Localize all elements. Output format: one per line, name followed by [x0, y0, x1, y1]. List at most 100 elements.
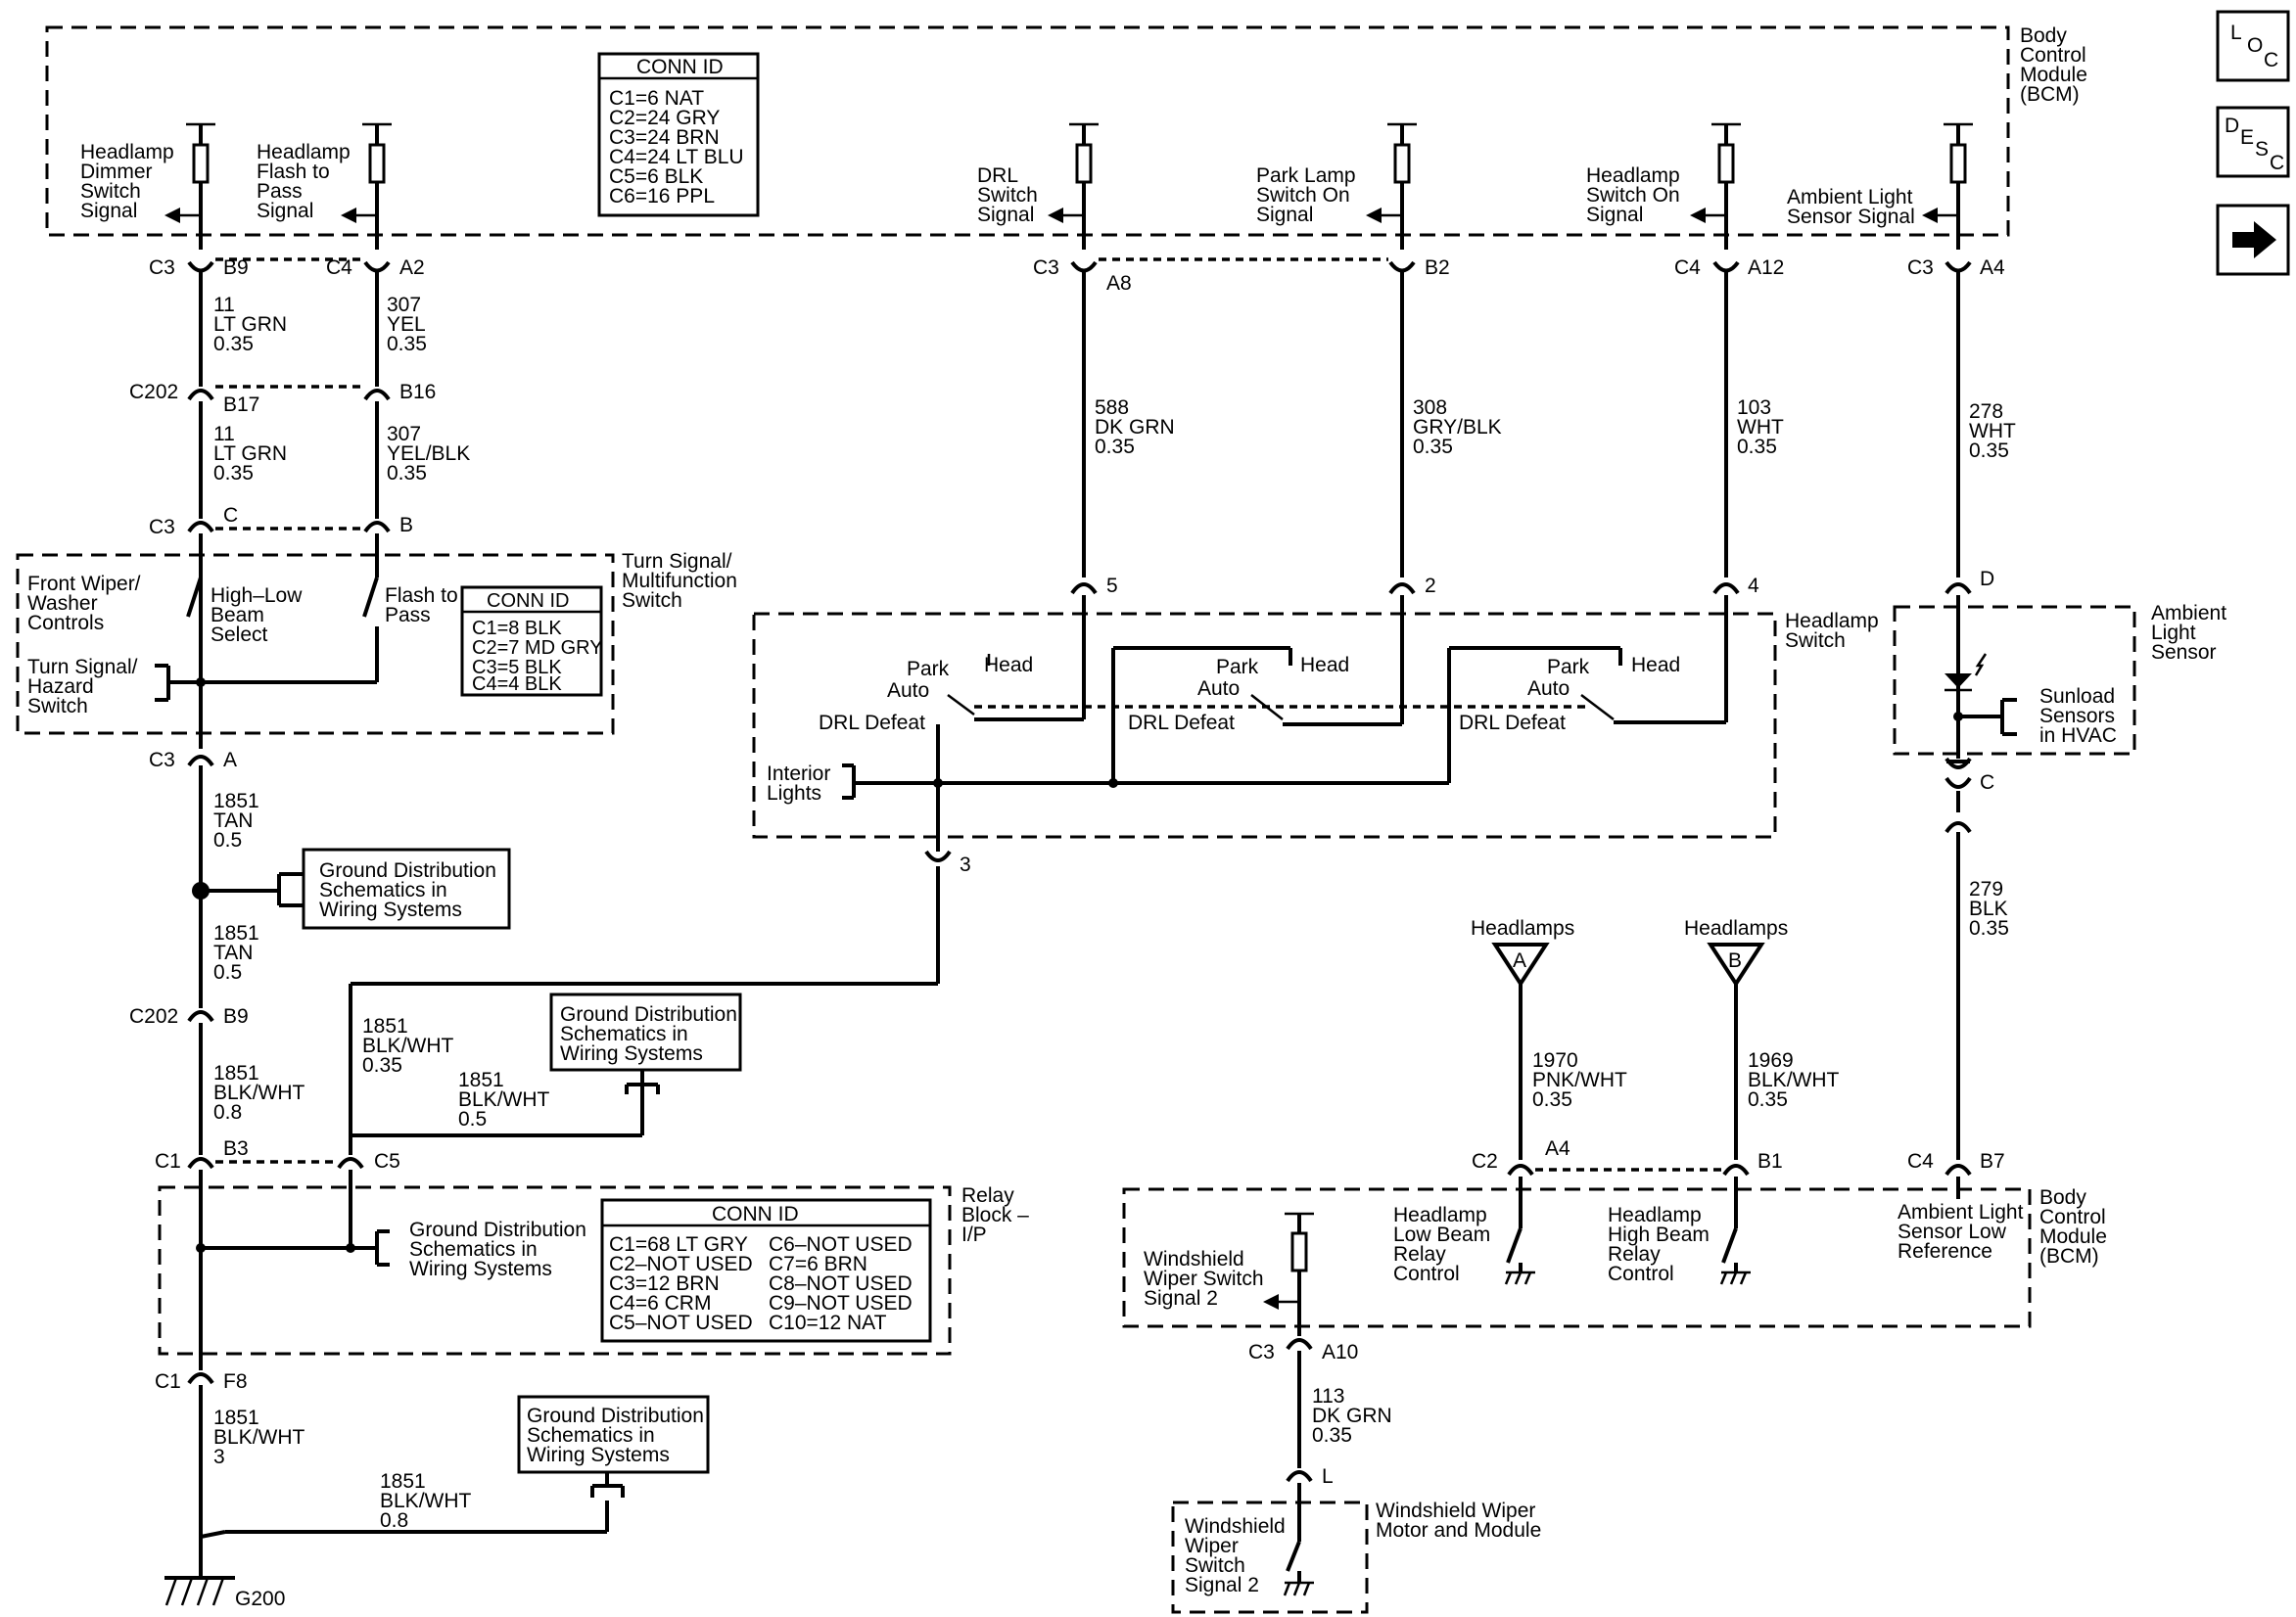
svg-text:Headlamp: Headlamp — [80, 141, 174, 163]
svg-text:Sensor Signal: Sensor Signal — [1787, 206, 1915, 228]
loc-o: O — [2247, 34, 2263, 57]
headlamp-switch-internals — [842, 646, 1726, 800]
bcm-top-box — [45, 25, 2010, 237]
bcm-bottom-title: Body Control Module (BCM) — [2039, 1186, 2107, 1268]
svg-text:Headlamp: Headlamp — [1608, 1204, 1702, 1226]
svg-text:Select: Select — [211, 624, 268, 646]
ground-distribution-ref-3[interactable]: Ground Distribution Schematics in Wiring… — [196, 1219, 586, 1280]
svg-text:C1: C1 — [155, 1150, 181, 1173]
svg-text:BLK: BLK — [1969, 898, 2008, 920]
svg-text:0.5: 0.5 — [213, 829, 242, 852]
svg-text:DRL Defeat: DRL Defeat — [819, 712, 925, 734]
ground-distribution-ref-2[interactable]: Ground Distribution Schematics in Wiring… — [549, 993, 742, 1094]
svg-text:279: 279 — [1969, 878, 2003, 901]
headlamp-on-signal-label: Headlamp Switch On Signal — [1586, 164, 1680, 226]
svg-text:Head: Head — [1300, 654, 1349, 676]
svg-text:I/P: I/P — [961, 1224, 987, 1246]
svg-text:YEL: YEL — [387, 313, 426, 336]
svg-text:308: 308 — [1413, 396, 1447, 419]
svg-text:588: 588 — [1095, 396, 1129, 419]
svg-text:DRL: DRL — [977, 164, 1018, 187]
svg-text:TAN: TAN — [213, 942, 253, 964]
headlamps-b[interactable]: Headlamps B — [1684, 917, 1788, 988]
svg-text:High–Low: High–Low — [211, 584, 303, 607]
svg-text:1851: 1851 — [213, 1062, 259, 1085]
svg-text:BLK/WHT: BLK/WHT — [380, 1490, 472, 1512]
svg-text:Relay: Relay — [961, 1184, 1014, 1207]
svg-text:Flash to: Flash to — [385, 584, 458, 607]
svg-text:Park: Park — [1547, 656, 1590, 678]
svg-text:Switch: Switch — [80, 180, 141, 203]
svg-text:Auto: Auto — [1197, 677, 1240, 700]
svg-text:103: 103 — [1737, 396, 1771, 419]
svg-text:Schematics in: Schematics in — [409, 1238, 538, 1261]
svg-text:DK GRN: DK GRN — [1312, 1405, 1392, 1427]
ambient-light-signal-label: Ambient Light Sensor Signal — [1787, 186, 1915, 228]
svg-text:A2: A2 — [399, 256, 425, 279]
svg-text:307: 307 — [387, 294, 421, 316]
connector-symbols — [187, 260, 1972, 1483]
svg-text:3: 3 — [213, 1446, 225, 1468]
svg-text:0.35: 0.35 — [1748, 1088, 1788, 1111]
svg-text:B7: B7 — [1980, 1150, 2005, 1173]
svg-text:Pass: Pass — [385, 604, 431, 626]
ground-distribution-ref-1[interactable]: Ground Distribution Schematics in Wiring… — [192, 848, 511, 930]
svg-text:A: A — [1513, 949, 1526, 972]
loc-c: C — [2264, 49, 2278, 71]
svg-text:1851: 1851 — [380, 1470, 426, 1493]
svg-text:Switch On: Switch On — [1256, 184, 1350, 207]
svg-text:CONN ID: CONN ID — [636, 56, 724, 78]
svg-text:Module: Module — [2039, 1225, 2107, 1248]
bcm-bottom-box — [1122, 1187, 2032, 1328]
headlamps-a[interactable]: Headlamps A — [1471, 917, 1574, 988]
svg-text:0.35: 0.35 — [1737, 436, 1777, 458]
svg-text:Switch: Switch — [622, 589, 682, 612]
svg-text:B: B — [399, 514, 413, 536]
svg-text:Control: Control — [1608, 1263, 1674, 1285]
svg-text:D: D — [1980, 568, 1994, 590]
svg-text:307: 307 — [387, 423, 421, 445]
ground-distribution-ref-4[interactable]: Ground Distribution Schematics in Wiring… — [517, 1395, 710, 1498]
desc-d: D — [2225, 115, 2239, 137]
flash-to-pass-signal-label: Headlamp Flash to Pass Signal — [257, 141, 351, 222]
svg-text:B2: B2 — [1425, 256, 1450, 279]
svg-text:0.35: 0.35 — [213, 462, 254, 485]
svg-text:BLK/WHT: BLK/WHT — [362, 1035, 454, 1057]
svg-text:WHT: WHT — [1737, 416, 1784, 439]
svg-text:Park: Park — [907, 658, 950, 680]
svg-text:WHT: WHT — [1969, 420, 2016, 442]
connector-dashed-links — [215, 257, 1721, 1172]
desc-e: E — [2240, 126, 2254, 149]
svg-text:C202: C202 — [129, 381, 178, 403]
svg-text:L: L — [1322, 1465, 1334, 1488]
loc-button[interactable]: L O C — [2216, 10, 2290, 82]
svg-text:Control: Control — [1393, 1263, 1460, 1285]
svg-text:0.5: 0.5 — [458, 1108, 487, 1131]
svg-text:A8: A8 — [1106, 272, 1132, 295]
svg-text:Reference: Reference — [1898, 1240, 1992, 1263]
svg-text:Switch: Switch — [1785, 629, 1846, 652]
svg-text:BLK/WHT: BLK/WHT — [1748, 1069, 1840, 1091]
svg-text:C: C — [223, 504, 238, 527]
svg-text:A: A — [223, 749, 237, 771]
svg-text:CONN ID: CONN ID — [487, 590, 569, 612]
svg-text:BLK/WHT: BLK/WHT — [213, 1082, 305, 1104]
svg-text:Hazard: Hazard — [27, 675, 94, 698]
svg-text:Washer: Washer — [27, 592, 98, 615]
desc-button[interactable]: D E S C — [2216, 106, 2290, 178]
svg-text:Body: Body — [2039, 1186, 2086, 1209]
svg-text:C2=7 MD GRY: C2=7 MD GRY — [472, 637, 603, 659]
svg-text:1851: 1851 — [213, 790, 259, 812]
svg-text:0.35: 0.35 — [1969, 917, 2009, 940]
connector-labels: C3 B9 C4 A2 C3 A8 B2 C4 A12 C3 A4 C202 B… — [129, 256, 2005, 1610]
svg-text:Sensor Low: Sensor Low — [1898, 1221, 2007, 1243]
desc-s: S — [2255, 138, 2269, 161]
next-arrow-button[interactable] — [2216, 204, 2290, 276]
